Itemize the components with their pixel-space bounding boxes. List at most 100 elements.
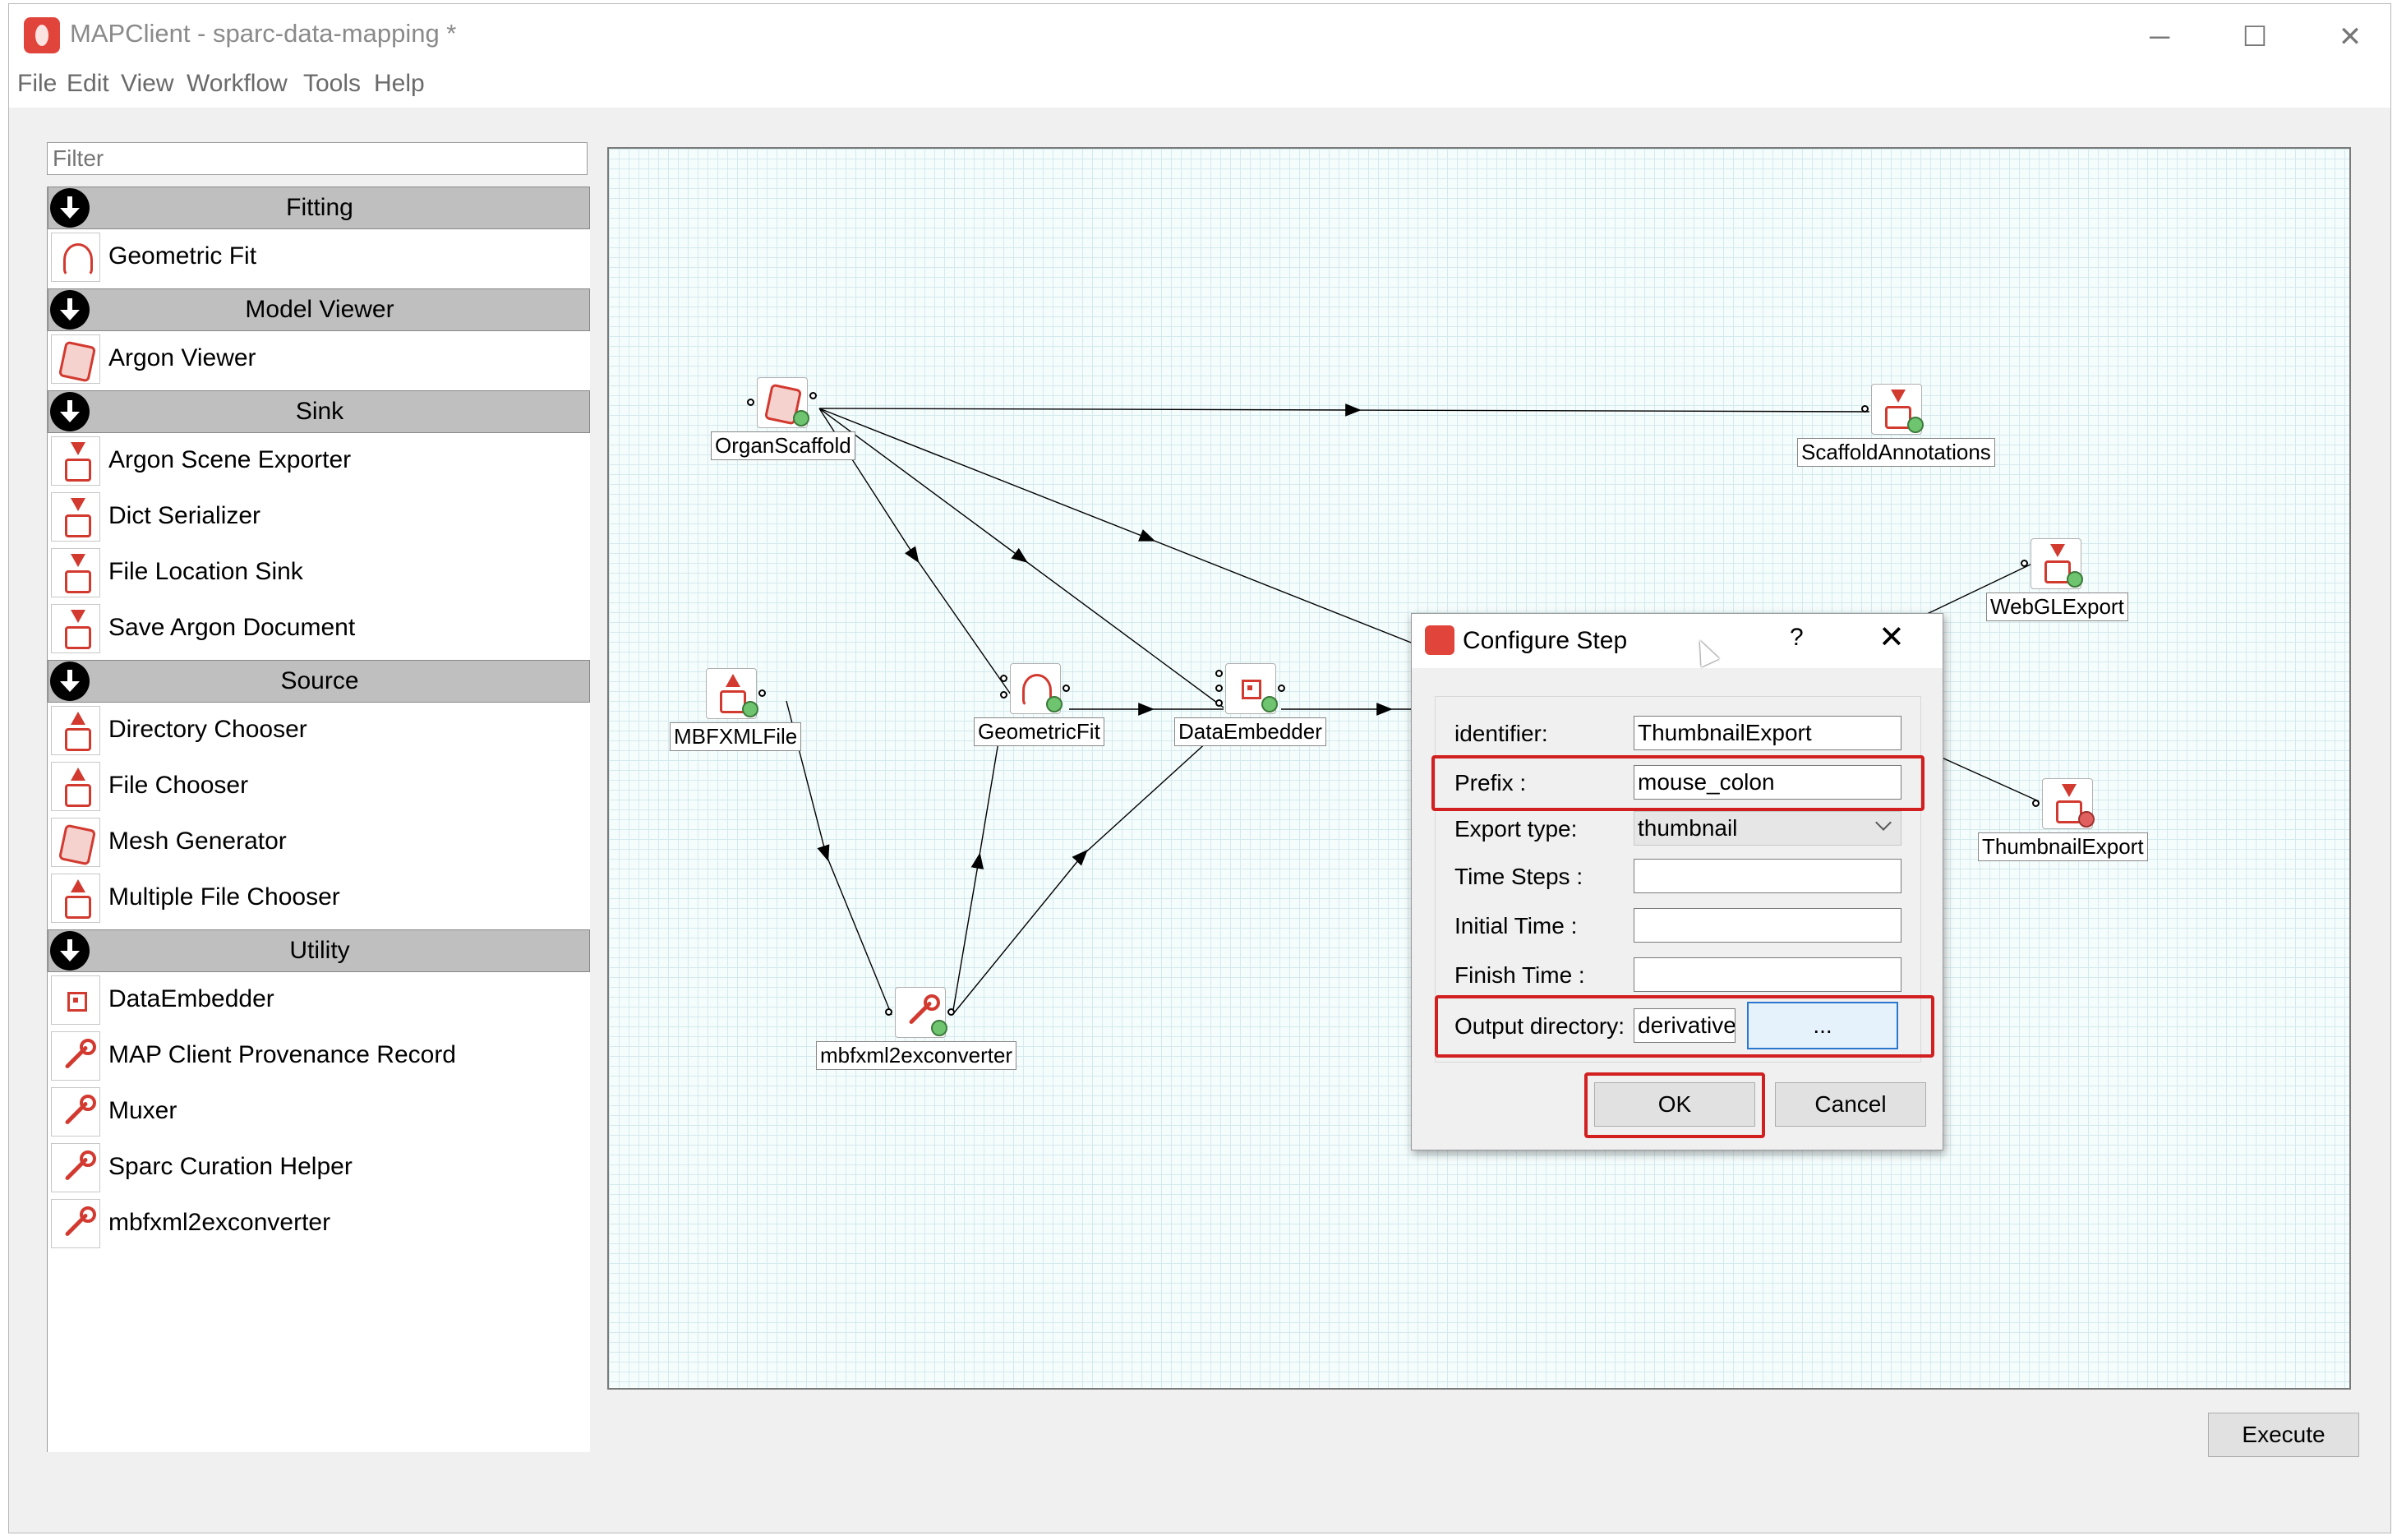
connection-converter-dataembedder bbox=[952, 723, 1228, 1016]
execute-button[interactable]: Execute bbox=[2208, 1413, 2359, 1457]
input-port[interactable] bbox=[1861, 405, 1869, 413]
collapse-arrow-icon[interactable] bbox=[50, 931, 90, 971]
input-port[interactable] bbox=[2032, 800, 2040, 807]
output-port[interactable] bbox=[1063, 685, 1070, 692]
list-item-argon-scene-exporter[interactable]: Argon Scene Exporter bbox=[48, 435, 590, 489]
category-utility[interactable]: Utility bbox=[48, 929, 590, 972]
status-ok-icon bbox=[742, 701, 758, 717]
output-port[interactable] bbox=[758, 689, 766, 697]
list-item-save-argon-document[interactable]: Save Argon Document bbox=[48, 602, 590, 657]
wrench-icon bbox=[51, 1143, 100, 1192]
source-icon bbox=[51, 706, 100, 755]
list-item-label: Muxer bbox=[108, 1097, 177, 1124]
input-port[interactable] bbox=[1000, 691, 1007, 699]
window-title: MAPClient - sparc-data-mapping * bbox=[70, 19, 457, 48]
wrench-icon bbox=[51, 1199, 100, 1248]
category-fitting[interactable]: Fitting bbox=[48, 187, 590, 229]
prefix-highlight bbox=[1431, 755, 1925, 811]
category-source[interactable]: Source bbox=[48, 660, 590, 703]
collapse-arrow-icon[interactable] bbox=[50, 392, 90, 431]
input-port[interactable] bbox=[747, 399, 754, 406]
category-model-viewer[interactable]: Model Viewer bbox=[48, 288, 590, 331]
dialog-title-bar: Configure Step ? ✕ bbox=[1412, 614, 1943, 668]
step-list: Fitting Geometric Fit Model Viewer Argon… bbox=[47, 187, 590, 1452]
source-icon bbox=[51, 762, 100, 811]
geometric-fit-icon[interactable] bbox=[1010, 663, 1061, 714]
list-item-argon-viewer[interactable]: Argon Viewer bbox=[48, 333, 590, 387]
output-port[interactable] bbox=[947, 1008, 955, 1016]
menu-file[interactable]: File bbox=[17, 70, 58, 97]
output-directory-field[interactable]: derivative bbox=[1634, 1008, 1736, 1043]
list-item-provenance-record[interactable]: MAP Client Provenance Record bbox=[48, 1030, 590, 1084]
menu-workflow[interactable]: Workflow bbox=[187, 70, 288, 97]
main-area: Fitting Geometric Fit Model Viewer Argon… bbox=[9, 108, 2390, 1533]
list-item-label: Save Argon Document bbox=[108, 614, 356, 641]
category-label: Fitting bbox=[286, 194, 353, 221]
mapclient-logo-icon bbox=[24, 17, 60, 53]
filter-input[interactable] bbox=[47, 142, 588, 175]
status-ok-icon bbox=[931, 1020, 947, 1036]
node-label: MBFXMLFile bbox=[670, 722, 802, 751]
input-port[interactable] bbox=[1215, 670, 1223, 677]
category-sink[interactable]: Sink bbox=[48, 390, 590, 433]
ok-button[interactable]: OK bbox=[1594, 1082, 1755, 1127]
connection-organscaffold-dataembedder bbox=[818, 408, 1224, 708]
list-item-sparc-curation-helper[interactable]: Sparc Curation Helper bbox=[48, 1141, 590, 1196]
connection-mbfxmlfile-converter bbox=[786, 700, 892, 1016]
cancel-button[interactable]: Cancel bbox=[1775, 1082, 1926, 1127]
list-item-label: Argon Scene Exporter bbox=[108, 446, 352, 473]
finish-time-field[interactable] bbox=[1634, 957, 1901, 992]
list-item-mesh-generator[interactable]: Mesh Generator bbox=[48, 816, 590, 870]
sink-icon bbox=[51, 548, 100, 597]
minimize-button[interactable]: ─ bbox=[2149, 21, 2170, 53]
settings-group bbox=[1435, 696, 1921, 1063]
collapse-arrow-icon[interactable] bbox=[50, 662, 90, 701]
export-type-select[interactable]: thumbnail bbox=[1634, 811, 1901, 846]
collapse-arrow-icon[interactable] bbox=[50, 290, 90, 330]
list-item-data-embedder[interactable]: DataEmbedder bbox=[48, 974, 590, 1028]
browse-button[interactable]: ... bbox=[1747, 1002, 1898, 1049]
dialog-close-button[interactable]: ✕ bbox=[1878, 620, 1905, 655]
input-port[interactable] bbox=[1215, 685, 1223, 692]
list-item-file-chooser[interactable]: File Chooser bbox=[48, 760, 590, 814]
help-button[interactable]: ? bbox=[1790, 624, 1804, 651]
prefix-field[interactable]: mouse_colon bbox=[1634, 765, 1901, 800]
output-port[interactable] bbox=[1278, 685, 1285, 692]
wrench-icon[interactable] bbox=[895, 987, 946, 1038]
input-port[interactable] bbox=[885, 1008, 892, 1016]
menu-view[interactable]: View bbox=[121, 70, 174, 97]
node-label: WebGLExport bbox=[1986, 592, 2128, 621]
close-button[interactable]: ✕ bbox=[2338, 21, 2362, 53]
input-port[interactable] bbox=[2021, 560, 2028, 567]
list-item-label: mbfxml2exconverter bbox=[108, 1209, 331, 1236]
list-item-geometric-fit[interactable]: Geometric Fit bbox=[48, 231, 590, 285]
list-item-muxer[interactable]: Muxer bbox=[48, 1086, 590, 1140]
menu-edit[interactable]: Edit bbox=[67, 70, 109, 97]
mesh-generator-icon bbox=[51, 818, 100, 867]
list-item-multiple-file-chooser[interactable]: Multiple File Chooser bbox=[48, 872, 590, 926]
input-port[interactable] bbox=[1215, 699, 1223, 707]
status-ok-icon bbox=[1261, 696, 1278, 712]
time-steps-field[interactable] bbox=[1634, 859, 1901, 893]
connection-organscaffold-scaffoldannotations bbox=[818, 403, 1870, 417]
ok-highlight bbox=[1584, 1072, 1765, 1138]
initial-time-field[interactable] bbox=[1634, 908, 1901, 943]
list-item-file-location-sink[interactable]: File Location Sink bbox=[48, 546, 590, 601]
category-label: Model Viewer bbox=[245, 296, 394, 323]
output-port[interactable] bbox=[809, 392, 817, 399]
maximize-button[interactable]: ☐ bbox=[2242, 21, 2268, 53]
menu-tools[interactable]: Tools bbox=[303, 70, 362, 97]
data-embedder-icon bbox=[51, 975, 100, 1025]
list-item-mbfxml2exconverter[interactable]: mbfxml2exconverter bbox=[48, 1197, 590, 1252]
main-window: MAPClient - sparc-data-mapping * ─ ☐ ✕ F… bbox=[8, 3, 2391, 1533]
identifier-field[interactable]: ThumbnailExport bbox=[1634, 716, 1901, 750]
menu-help[interactable]: Help bbox=[374, 70, 425, 97]
list-item-label: MAP Client Provenance Record bbox=[108, 1041, 456, 1068]
data-embedder-icon[interactable] bbox=[1225, 663, 1276, 714]
list-item-label: File Chooser bbox=[108, 772, 249, 799]
status-ok-icon bbox=[793, 410, 809, 426]
collapse-arrow-icon[interactable] bbox=[50, 188, 90, 228]
input-port[interactable] bbox=[1000, 675, 1007, 682]
list-item-directory-chooser[interactable]: Directory Chooser bbox=[48, 704, 590, 758]
list-item-dict-serializer[interactable]: Dict Serializer bbox=[48, 491, 590, 545]
